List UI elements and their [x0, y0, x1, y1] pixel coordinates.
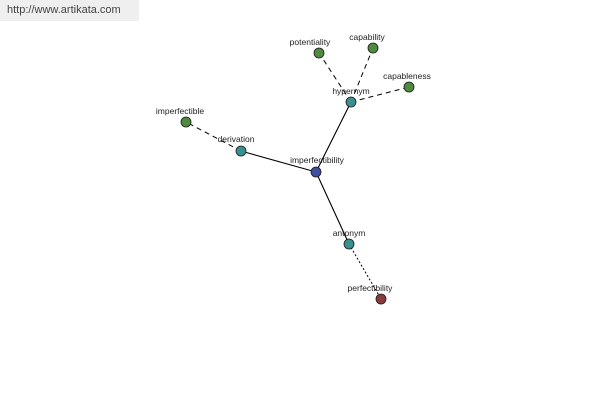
- node-label-imperfectibility: imperfectibility: [290, 155, 345, 165]
- node-label-imperfectible: imperfectible: [156, 106, 204, 116]
- node-dot-derivation[interactable]: [235, 145, 247, 157]
- node-imperfectible[interactable]: imperfectible: [156, 106, 204, 128]
- node-capableness[interactable]: capableness: [383, 71, 431, 93]
- node-label-potentiality: potentiality: [290, 37, 331, 47]
- node-dot-potentiality[interactable]: [313, 47, 325, 59]
- edge-imperfectibility-antonym: [315, 171, 350, 245]
- node-dot-antonym[interactable]: [343, 238, 355, 250]
- node-label-derivation: derivation: [218, 134, 255, 144]
- edge-derivation-imperfectible: [185, 121, 242, 152]
- node-label-perfectibility: perfectibility: [348, 283, 394, 293]
- edges-layer: [185, 47, 410, 300]
- nodes-layer: imperfectibility hypernym derivation antony…: [156, 32, 431, 305]
- node-label-hypernym: hypernym: [332, 86, 369, 96]
- node-hypernym[interactable]: hypernym: [332, 86, 370, 108]
- node-antonym[interactable]: antonym: [333, 228, 366, 250]
- node-potentiality[interactable]: potentiality: [290, 37, 331, 59]
- node-label-antonym: antonym: [333, 228, 366, 238]
- node-dot-imperfectible[interactable]: [180, 116, 192, 128]
- node-dot-capability[interactable]: [367, 42, 379, 54]
- edge-hypernym-capability: [350, 47, 374, 103]
- node-perfectibility[interactable]: perfectibility: [348, 283, 394, 305]
- node-dot-capableness[interactable]: [403, 81, 415, 93]
- node-label-capableness: capableness: [383, 71, 431, 81]
- edge-antonym-perfectibility: [348, 243, 382, 300]
- node-dot-imperfectibility[interactable]: [310, 166, 322, 178]
- node-imperfectibility[interactable]: imperfectibility: [290, 155, 345, 178]
- node-dot-perfectibility[interactable]: [375, 293, 387, 305]
- source-bar: http://www.artikata.com: [0, 0, 139, 21]
- node-dot-hypernym[interactable]: [345, 96, 357, 108]
- source-link[interactable]: http://www.artikata.com: [7, 4, 121, 16]
- edge-imperfectibility-derivation: [240, 150, 317, 173]
- node-label-capability: capability: [349, 32, 385, 42]
- node-capability[interactable]: capability: [349, 32, 385, 54]
- edge-imperfectibility-hypernym: [315, 101, 352, 173]
- edge-hypernym-capableness: [350, 86, 410, 103]
- edge-hypernym-potentiality: [318, 52, 352, 103]
- node-derivation[interactable]: derivation: [218, 134, 255, 157]
